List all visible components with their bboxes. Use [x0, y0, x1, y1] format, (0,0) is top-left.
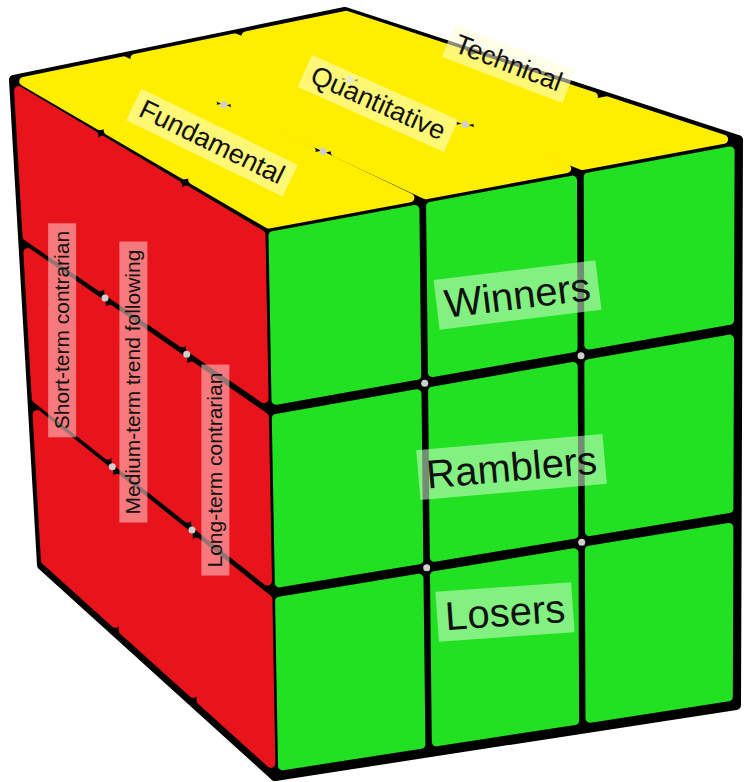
sticker: [276, 394, 419, 583]
sticker: [589, 527, 729, 718]
corner-dot: [220, 101, 227, 108]
sticker: [273, 209, 417, 400]
corner-dot: [578, 539, 585, 546]
horizon-label: Long-term contrarian: [201, 365, 229, 576]
corner-dot: [462, 121, 469, 128]
sticker: [37, 415, 115, 624]
corner-dot: [102, 295, 109, 302]
sticker: [435, 553, 575, 742]
corner-dot: [109, 463, 116, 470]
front-face: [265, 140, 738, 776]
corner-dot: [578, 352, 585, 359]
corner-dot: [189, 527, 196, 534]
sticker: [588, 151, 730, 345]
sticker: [589, 339, 730, 531]
corner-dot: [423, 564, 430, 571]
sticker: [280, 578, 421, 765]
group-label: Losers: [435, 582, 574, 641]
horizon-label: Short-term contrarian: [48, 223, 76, 437]
corner-dot: [320, 148, 327, 155]
corner-dot: [183, 351, 190, 358]
horizon-label: Medium-term trend following: [119, 242, 147, 523]
corner-dot: [421, 380, 428, 387]
